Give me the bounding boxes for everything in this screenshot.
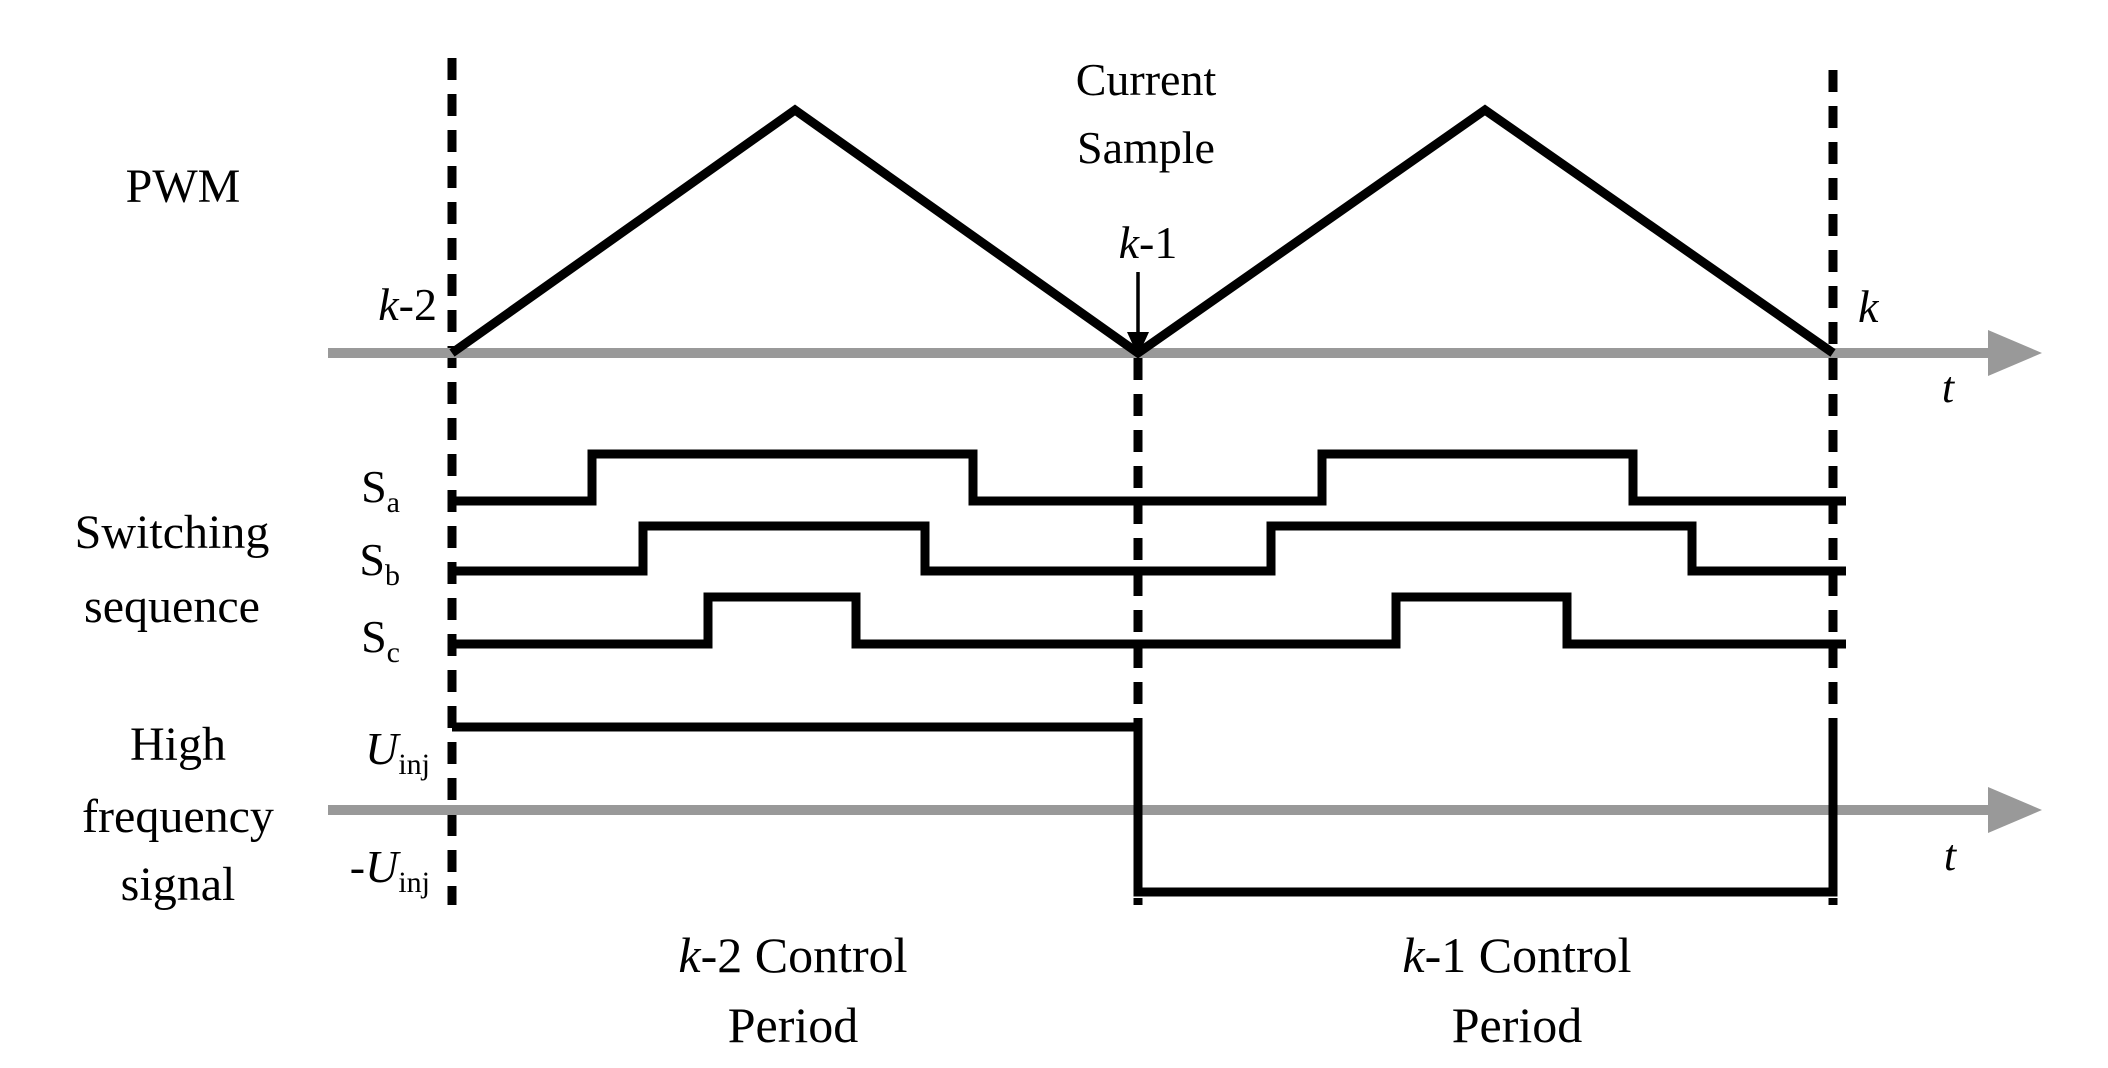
uinj-neg-label: -Uinj <box>350 841 430 899</box>
tick-label-k: k <box>1858 281 1880 332</box>
sb-label: Sb <box>359 534 400 592</box>
period1-caption-line1: k-2 Control <box>678 927 907 983</box>
period1-caption-line2: Period <box>728 997 859 1053</box>
current-sample-arrowhead-icon <box>1127 332 1149 356</box>
hf-label-line2: frequency <box>82 790 274 843</box>
hf-axis-t-label: t <box>1944 831 1958 880</box>
hf-label-line1: High <box>130 718 226 771</box>
sb-switching-waveform <box>452 521 1846 576</box>
sa-label: Sa <box>361 461 400 519</box>
period2-caption-line2: Period <box>1452 997 1583 1053</box>
switching-label-line2: sequence <box>84 580 260 633</box>
sc-label: Sc <box>361 611 400 669</box>
hf-injection-waveform <box>452 720 1838 897</box>
pwm-axis-arrowhead-icon <box>1988 330 2042 376</box>
hf-label-line3: signal <box>121 858 236 911</box>
current-sample-line2: Sample <box>1077 122 1215 173</box>
uinj-pos-label: Uinj <box>365 723 430 781</box>
pwm-label: PWM <box>126 160 241 213</box>
hf-axis-arrowhead-icon <box>1988 787 2042 833</box>
tick-label-k2: k-2 <box>378 279 437 330</box>
current-sample-k1: k-1 <box>1119 217 1178 268</box>
switching-label-line1: Switching <box>75 506 270 559</box>
pwm-axis-t-label: t <box>1942 363 1956 412</box>
sa-switching-waveform <box>452 449 1846 506</box>
current-sample-line1: Current <box>1076 54 1217 105</box>
period2-caption-line1: k-1 Control <box>1402 927 1631 983</box>
sc-switching-waveform <box>452 592 1846 649</box>
